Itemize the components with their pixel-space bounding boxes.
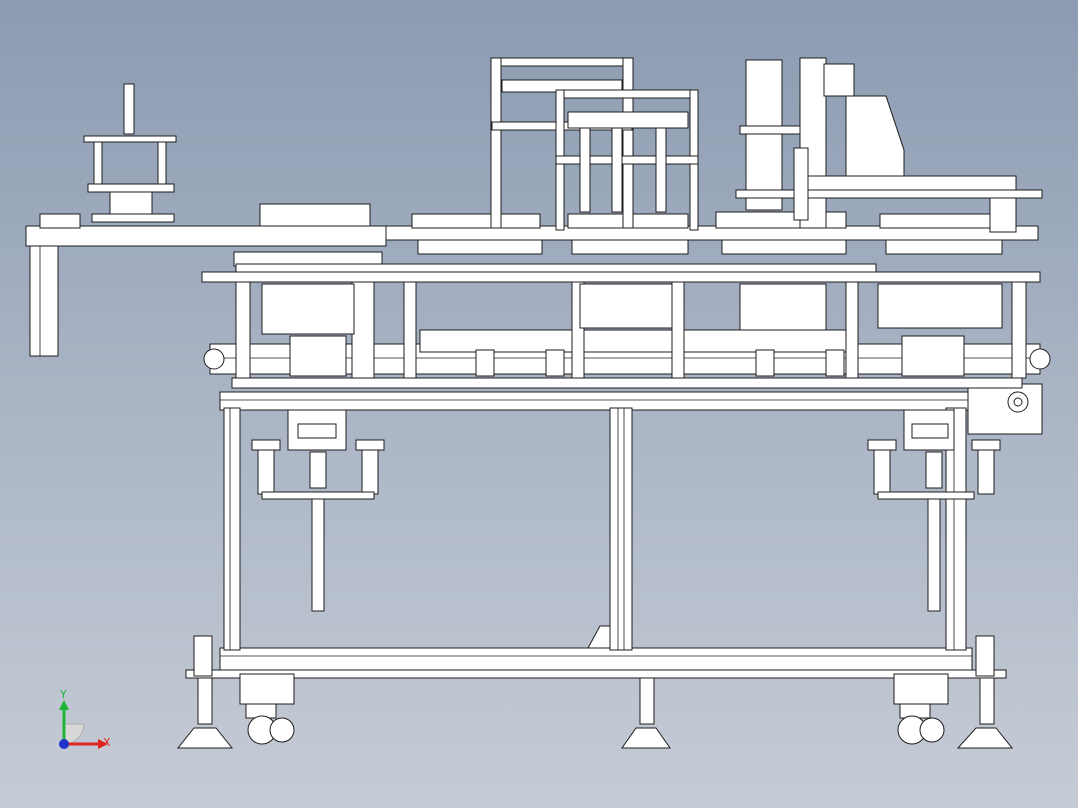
upper-table xyxy=(201,271,1041,379)
right-lift-cylinder xyxy=(867,383,1043,612)
left-gripper-unit xyxy=(25,83,387,357)
x-axis-label: X xyxy=(103,736,111,749)
guide-frames xyxy=(490,57,699,231)
right-feeder-tower xyxy=(735,57,1043,233)
fixture-row xyxy=(233,211,1039,273)
base-frame xyxy=(176,391,1014,749)
conveyor xyxy=(203,329,1051,389)
axis-triad: X Y xyxy=(59,688,111,749)
z-axis-dot xyxy=(59,739,69,749)
y-axis-label: Y xyxy=(59,688,67,701)
left-lift-cylinder xyxy=(251,409,385,612)
